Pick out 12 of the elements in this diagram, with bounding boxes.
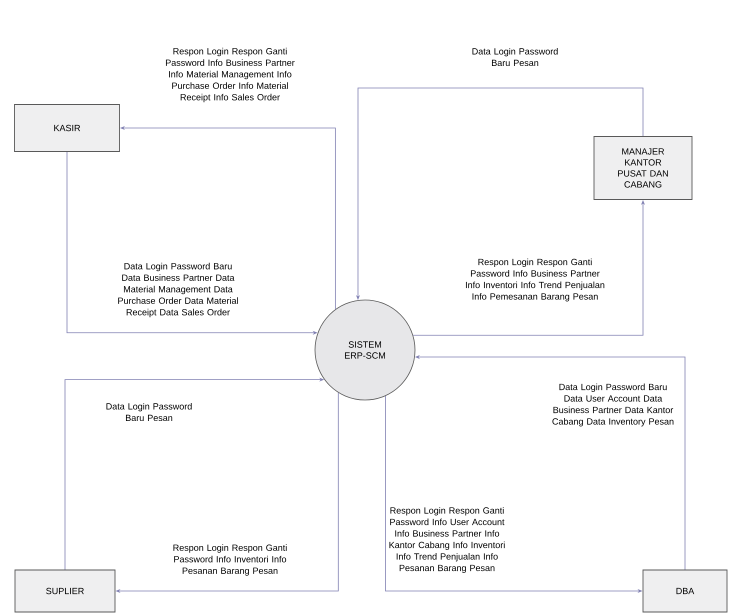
edge-label: Data Login Password Baru Data Business Partner Data Material Management Data Purchase Order Data Material Receipt Data Sales Order: [118, 262, 238, 318]
edge-label: Respon Login Respon Ganti Password Info User Account Info Business Partner Info Kantor Cabang Info Inventori Info Trend Penjualan Info Pesanan Barang Pesan: [389, 507, 505, 573]
edge-label: Data Login Password Baru Pesan: [472, 48, 558, 66]
entity-box: DBA: [642, 570, 728, 612]
edge-label: Respon Login Respon Ganti Password Info Inventori Info Pesanan Barang Pesan: [173, 544, 287, 576]
edge-label: Respon Login Respon Ganti Password Info Business Partner Info Material Management Info Purchase Order Info Material Receipt Info Sales Order: [166, 48, 295, 102]
entity-box: SUPLIER: [14, 570, 116, 612]
edge-label: Data Login Password Baru Data User Account Data Business Partner Data Kantor Cabang Data Inventory Pesan: [552, 384, 674, 426]
edge-label: Data Login Password Baru Pesan: [106, 402, 192, 422]
edge-label: Respon Login Respon Ganti Password Info Business Partner Info Inventori Info Trend Penjualan Info Pemesanan Barang Pesan: [466, 258, 604, 302]
entity-box: KASIR: [14, 104, 120, 152]
entity-box: MANAJER KANTOR PUSAT DAN CABANG: [594, 136, 692, 200]
